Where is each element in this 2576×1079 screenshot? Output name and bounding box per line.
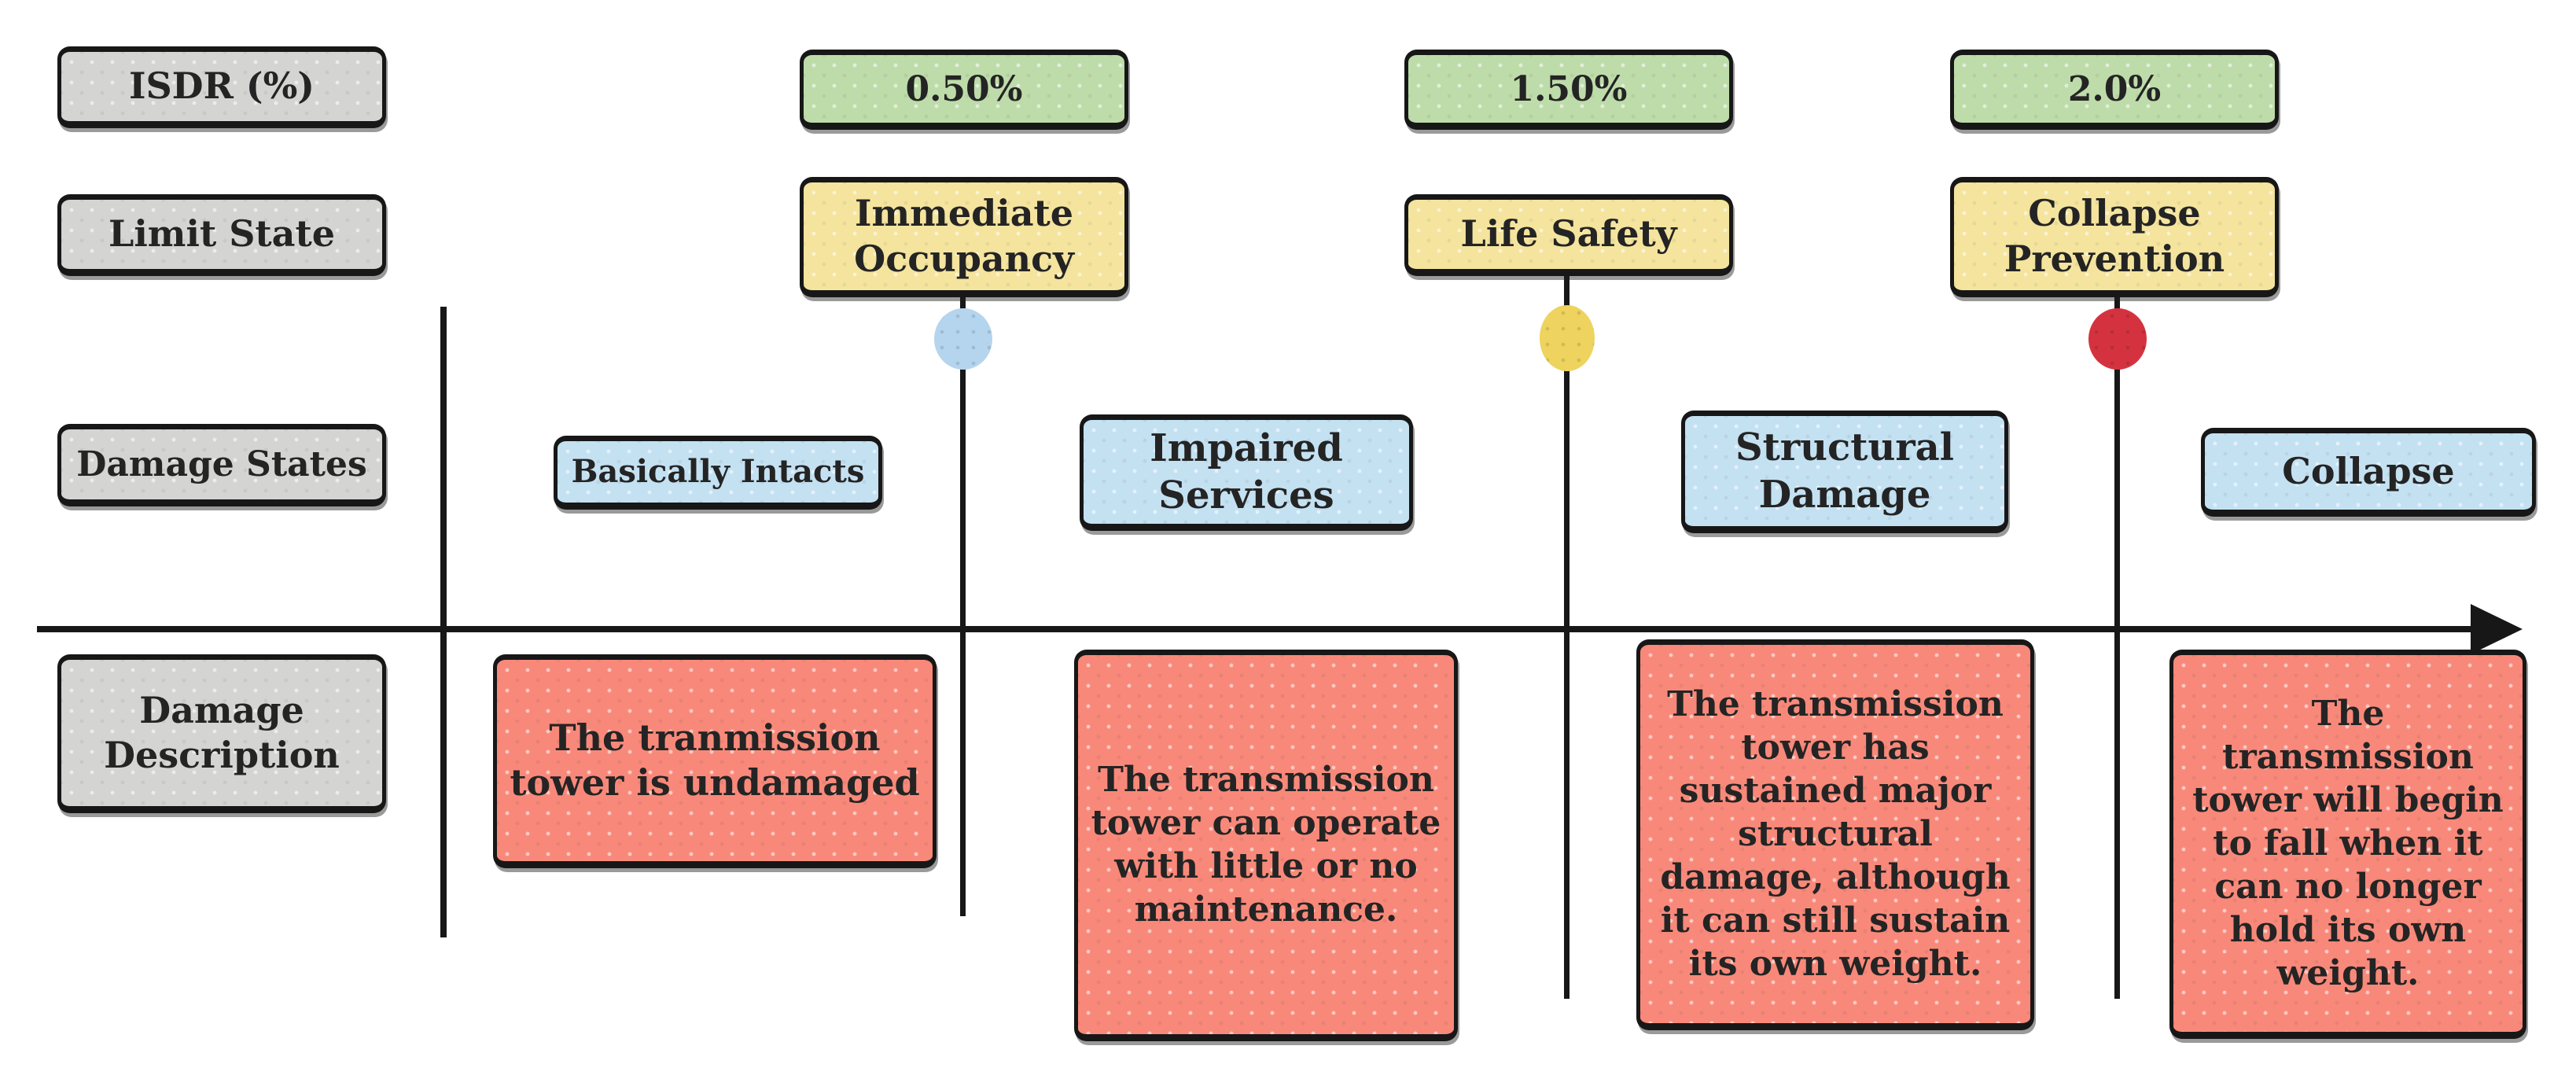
damage-description-label-box: Damage Description	[57, 654, 386, 813]
limit-state-box-1: Immediate Occupancy	[800, 177, 1128, 297]
threshold-line-2	[1564, 276, 1570, 999]
limit-state-marker-1	[934, 308, 992, 370]
damage-states-label-box: Damage States	[57, 424, 386, 506]
damage-state-box-3: Structural Damage	[1681, 411, 2008, 533]
damage-state-box-1: Basically Intacts	[554, 436, 882, 510]
limit-state-label-box: Limit State	[57, 194, 386, 276]
damage-description-box-2: The transmission tower can operate with …	[1074, 650, 1458, 1041]
isdr-label-box: ISDR (%)	[57, 46, 386, 128]
isdr-value-box-1: 0.50%	[800, 50, 1128, 130]
isdr-value-box-2: 1.50%	[1404, 50, 1733, 130]
limit-state-marker-3	[2088, 308, 2147, 370]
limit-state-marker-2	[1540, 305, 1595, 371]
limit-state-box-2: Life Safety	[1404, 194, 1733, 276]
damage-description-box-4: The transmission tower will begin to fal…	[2169, 650, 2526, 1039]
damage-state-box-4: Collapse	[2201, 428, 2536, 517]
threshold-line-3	[2114, 296, 2120, 999]
damage-description-box-3: The transmission tower has sustained maj…	[1636, 639, 2034, 1030]
axis-line	[37, 626, 2481, 632]
isdr-value-box-3: 2.0%	[1950, 50, 2279, 130]
column-divider-line	[440, 307, 447, 937]
axis-arrowhead	[2471, 604, 2523, 654]
damage-state-box-2: Impaired Services	[1080, 414, 1413, 531]
threshold-line-1	[960, 297, 966, 916]
limit-state-box-3: Collapse Prevention	[1950, 177, 2279, 297]
damage-description-box-1: The tranmission tower is undamaged	[493, 654, 937, 868]
